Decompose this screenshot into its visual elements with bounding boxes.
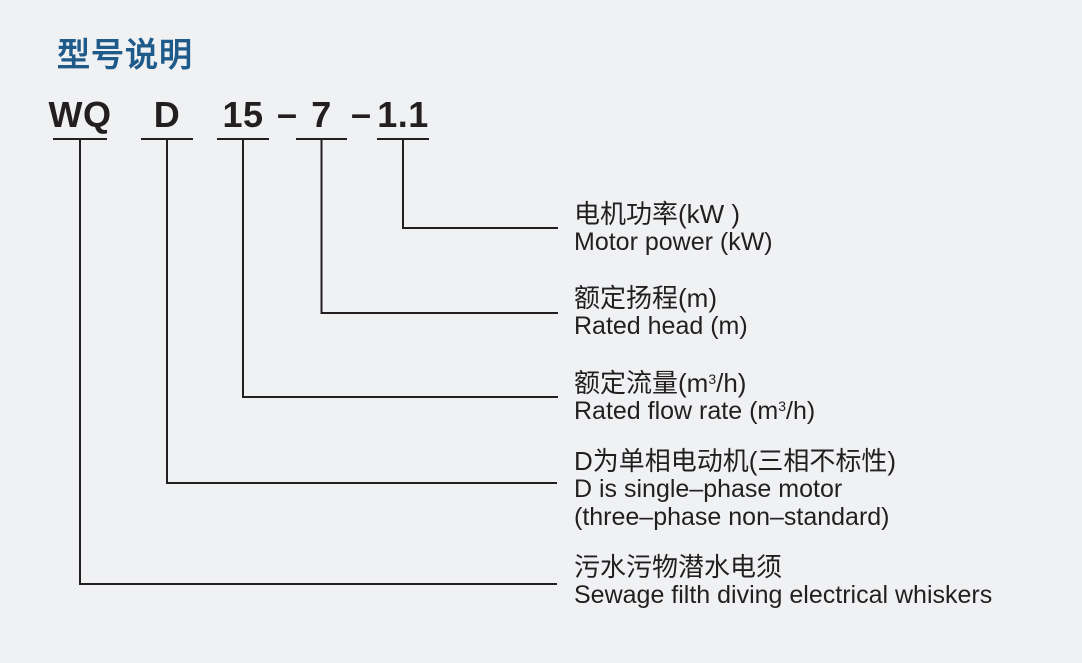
connector-motor-type: [141, 138, 557, 484]
page-title: 型号说明: [57, 36, 193, 73]
label-rated-flow-zh: 额定流量(m3/h): [574, 369, 815, 397]
code-segment-series: WQ: [48, 94, 112, 135]
label-series-en: Sewage filth diving electrical whiskers: [574, 581, 993, 609]
label-motor-power: 电机功率(kW ) Motor power (kW): [574, 200, 773, 256]
label-motor-type-en1: D is single–phase motor: [574, 475, 843, 503]
label-rated-head-en: Rated head (m): [574, 312, 748, 340]
label-series: 污水污物潜水电须 Sewage filth diving electrical …: [574, 553, 992, 609]
connector-power: [377, 138, 558, 229]
label-rated-flow-en-prefix: Rated flow rate (m: [574, 397, 779, 425]
code-segment-motor-type: D: [153, 94, 181, 135]
label-rated-head-zh: 额定扬程(m): [574, 283, 717, 313]
label-series-zh: 污水污物潜水电须: [574, 552, 783, 582]
label-rated-flow: 额定流量(m3/h) Rated flow rate (m3/h): [574, 369, 815, 425]
label-motor-type: D为单相电动机(三相不标性) D is single–phase motor (…: [574, 447, 896, 531]
superscript-3: 3: [708, 371, 717, 387]
label-rated-flow-en: Rated flow rate (m3/h): [574, 397, 815, 425]
label-rated-flow-zh-suffix: /h): [716, 368, 747, 398]
label-rated-head: 额定扬程(m) Rated head (m): [574, 284, 748, 340]
label-rated-flow-zh-prefix: 额定流量(m: [574, 368, 709, 398]
label-motor-type-en2: (three–phase non–standard): [574, 503, 890, 531]
code-segment-power: 1.1: [377, 94, 429, 135]
connector-series: [53, 138, 557, 585]
superscript-3: 3: [778, 398, 787, 414]
code-separator: –: [276, 93, 298, 134]
connector-head: [296, 138, 558, 314]
code-segment-flow: 15: [222, 94, 264, 135]
label-motor-power-zh: 电机功率(kW ): [574, 199, 741, 229]
code-separator: –: [350, 93, 372, 134]
label-rated-flow-en-suffix: /h): [786, 397, 816, 425]
connector-flow: [217, 138, 558, 398]
label-motor-type-zh: D为单相电动机(三相不标性): [574, 446, 897, 476]
label-motor-power-en: Motor power (kW): [574, 228, 773, 256]
code-segment-head: 7: [311, 94, 332, 135]
